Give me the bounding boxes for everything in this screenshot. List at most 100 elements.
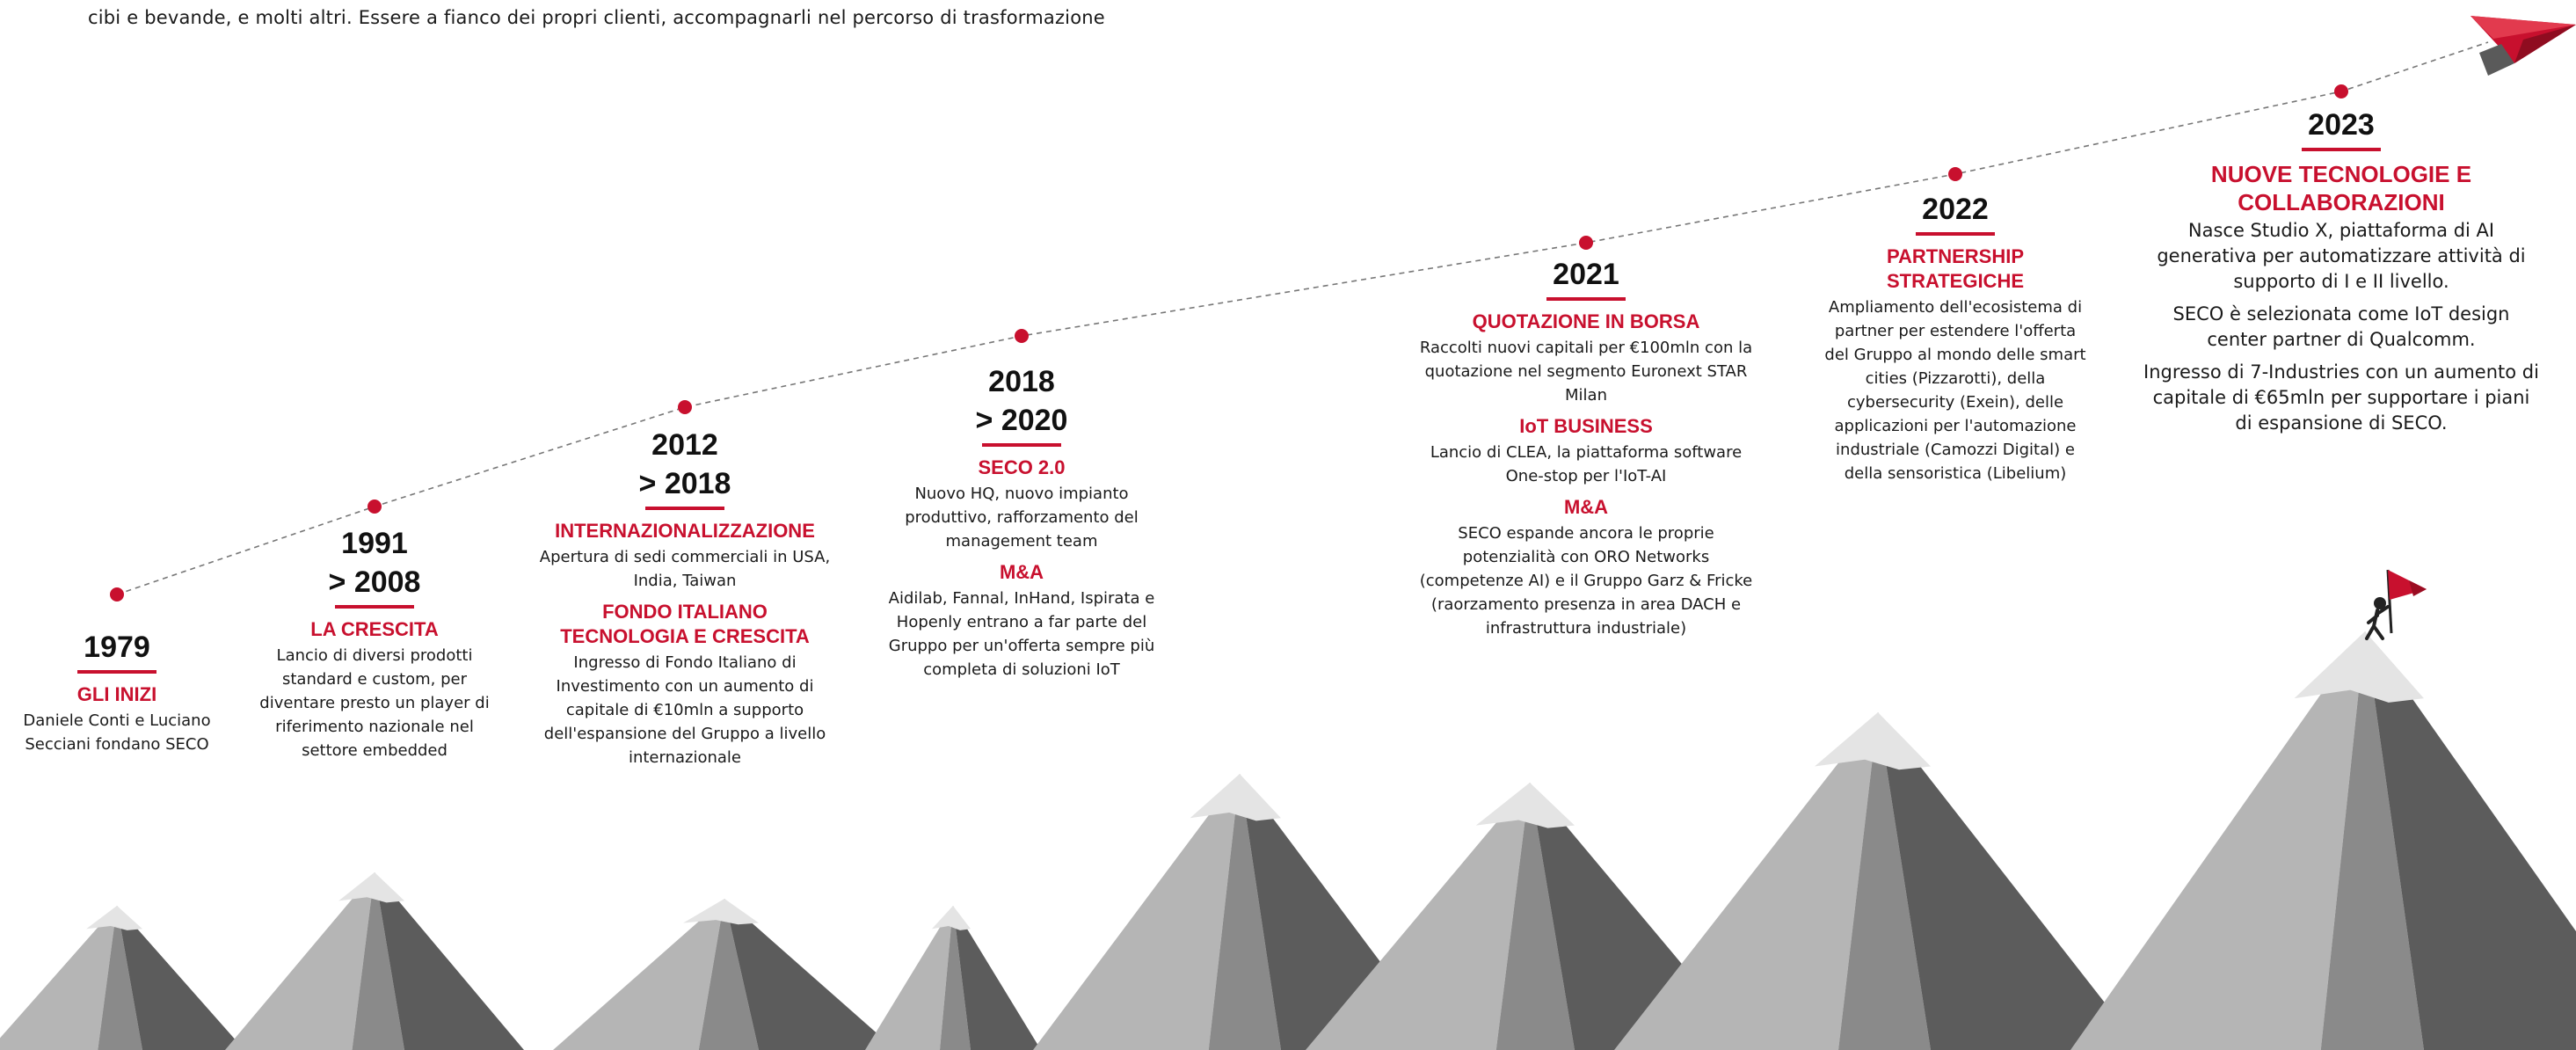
milestone-description: Ingresso di 7-Industries con un aumento … — [2143, 361, 2539, 434]
milestone-heading: FONDO ITALIANO TECNOLOGIA E CRESCITA — [560, 601, 810, 647]
milestone-description: Ingresso di Fondo Italiano di Investimen… — [543, 653, 826, 767]
mountain-7-face-1 — [1614, 712, 1878, 1050]
mountain-7-face-2 — [1838, 712, 1931, 1050]
milestone-dot-2022 — [1948, 167, 1962, 181]
mountain-4-face-3 — [953, 906, 1041, 1050]
mountain-1 — [0, 906, 244, 1050]
milestone-dot-2018 — [1015, 329, 1029, 343]
mountain-5-face-1 — [1033, 774, 1240, 1050]
mountain-7 — [1614, 712, 2142, 1050]
mountain-7-face-3 — [1878, 712, 2142, 1050]
milestone-year: 2021 — [1553, 258, 1619, 291]
mountain-5-face-4 — [1190, 774, 1281, 821]
timeline-trajectory-line — [116, 41, 2489, 595]
mountain-2 — [225, 872, 524, 1050]
milestone-heading: M&A — [999, 561, 1044, 583]
milestone-description: Daniele Conti e Luciano Secciani fondano… — [23, 711, 211, 754]
milestone-description: Raccolti nuovi capitali per €100mln con … — [1419, 339, 1753, 405]
mountain-2-face-4 — [338, 872, 404, 903]
milestone-description: Aidilab, Fannal, InHand, Ispirata e Hope… — [888, 589, 1155, 679]
milestone-description: Lancio di CLEA, la piattaforma software … — [1430, 443, 1743, 485]
mountain-4 — [865, 906, 1041, 1050]
year-underline — [335, 605, 414, 609]
mountain-8-face-1 — [2070, 631, 2365, 1050]
year-underline — [1546, 297, 1626, 301]
milestone-description: Ampliamento dell'ecosistema di partner p… — [1824, 298, 2086, 483]
milestone-heading: NUOVE TECNOLOGIE E COLLABORAZIONI — [2210, 161, 2472, 215]
milestone-dot-1991 — [367, 499, 382, 514]
milestone-dot-2012 — [678, 400, 692, 414]
milestone-year: 2012 > 2018 — [638, 428, 731, 500]
year-underline — [77, 670, 156, 674]
milestone-text-block: SECO è selezionata come IoT design cente… — [2143, 302, 2539, 353]
milestone-description: Apertura di sedi commerciali in USA, Ind… — [539, 548, 831, 590]
year-underline — [645, 507, 724, 510]
milestone-heading: GLI INIZI — [76, 683, 157, 705]
milestone-dot-2021 — [1579, 236, 1593, 250]
milestone-heading: M&A — [1563, 496, 1609, 518]
milestone-heading: QUOTAZIONE IN BORSA — [1472, 310, 1700, 332]
mountain-6-face-2 — [1495, 783, 1575, 1050]
milestone-year: 1979 — [84, 631, 150, 664]
mountain-range — [0, 631, 2576, 1050]
milestone-heading: IoT BUSINESS — [1519, 415, 1653, 437]
milestone-text-block: FONDO ITALIANO TECNOLOGIA E CRESCITA Ingr… — [535, 600, 834, 769]
milestone-dot-2023 — [2334, 84, 2348, 98]
milestone-description: Nasce Studio X, piattaforma di AI genera… — [2157, 220, 2526, 292]
mountain-1-face-2 — [98, 906, 142, 1050]
milestone-heading: INTERNAZIONALIZZAZIONE — [555, 520, 815, 542]
mountain-3-face-2 — [698, 899, 759, 1050]
mountain-3-face-3 — [724, 899, 896, 1050]
milestone-description: SECO è selezionata come IoT design cente… — [2172, 303, 2510, 350]
milestone-heading: LA CRESCITA — [310, 618, 439, 640]
mountain-5-face-2 — [1208, 774, 1281, 1050]
milestone-description: Nuovo HQ, nuovo impianto produttivo, raf… — [905, 485, 1139, 551]
year-underline — [2302, 148, 2381, 151]
milestone-text-block: LA CRESCITA Lancio di diversi prodotti st… — [247, 617, 502, 762]
milestone-year: 2022 — [1922, 193, 1989, 226]
climber-with-flag-icon — [2365, 569, 2427, 640]
mountain-3-face-4 — [683, 899, 759, 925]
milestone-year: 2018 > 2020 — [975, 365, 1068, 437]
milestone-description: Lancio di diversi prodotti standard e cu… — [259, 646, 490, 760]
mountain-4-face-1 — [865, 906, 953, 1050]
mountain-3 — [553, 899, 896, 1050]
mountain-1-face-4 — [86, 906, 142, 930]
mountain-8 — [2070, 631, 2576, 1050]
mountain-2-face-1 — [225, 872, 375, 1050]
mountain-3-face-1 — [553, 899, 724, 1050]
mountain-6-face-4 — [1475, 783, 1575, 828]
mountain-6-face-1 — [1306, 783, 1530, 1050]
year-underline — [982, 443, 1061, 447]
mountain-1-face-1 — [0, 906, 117, 1050]
mountain-8-face-3 — [2365, 631, 2576, 1050]
milestone-dot-1979 — [110, 587, 124, 602]
milestone-text-block: INTERNAZIONALIZZAZIONE Apertura di sedi c… — [535, 519, 834, 593]
mountain-7-face-4 — [1815, 712, 1931, 770]
milestone-text-block: Ingresso di 7-Industries con un aumento … — [2143, 360, 2539, 436]
milestone-text-block: PARTNERSHIP STRATEGICHE Ampliamento dell'… — [1823, 244, 2087, 485]
mountain-1-face-3 — [117, 906, 244, 1050]
milestone-heading: PARTNERSHIP STRATEGICHE — [1886, 245, 2025, 292]
milestone-text-block: IoT BUSINESS Lancio di CLEA, la piattafor… — [1415, 414, 1757, 488]
milestone-text-block: QUOTAZIONE IN BORSA Raccolti nuovi capita… — [1415, 310, 1757, 407]
year-underline — [1916, 232, 1995, 236]
mountain-8-face-2 — [2320, 631, 2424, 1050]
mountain-4-face-4 — [932, 906, 971, 930]
milestone-text-block: GLI INIZI Daniele Conti e Luciano Seccian… — [0, 682, 236, 756]
mountain-2-face-3 — [375, 872, 524, 1050]
milestone-heading: SECO 2.0 — [978, 456, 1066, 478]
paper-plane-icon — [2470, 16, 2576, 76]
milestone-description: SECO espande ancora le proprie potenzial… — [1419, 524, 1753, 638]
mountain-4-face-2 — [940, 906, 971, 1050]
